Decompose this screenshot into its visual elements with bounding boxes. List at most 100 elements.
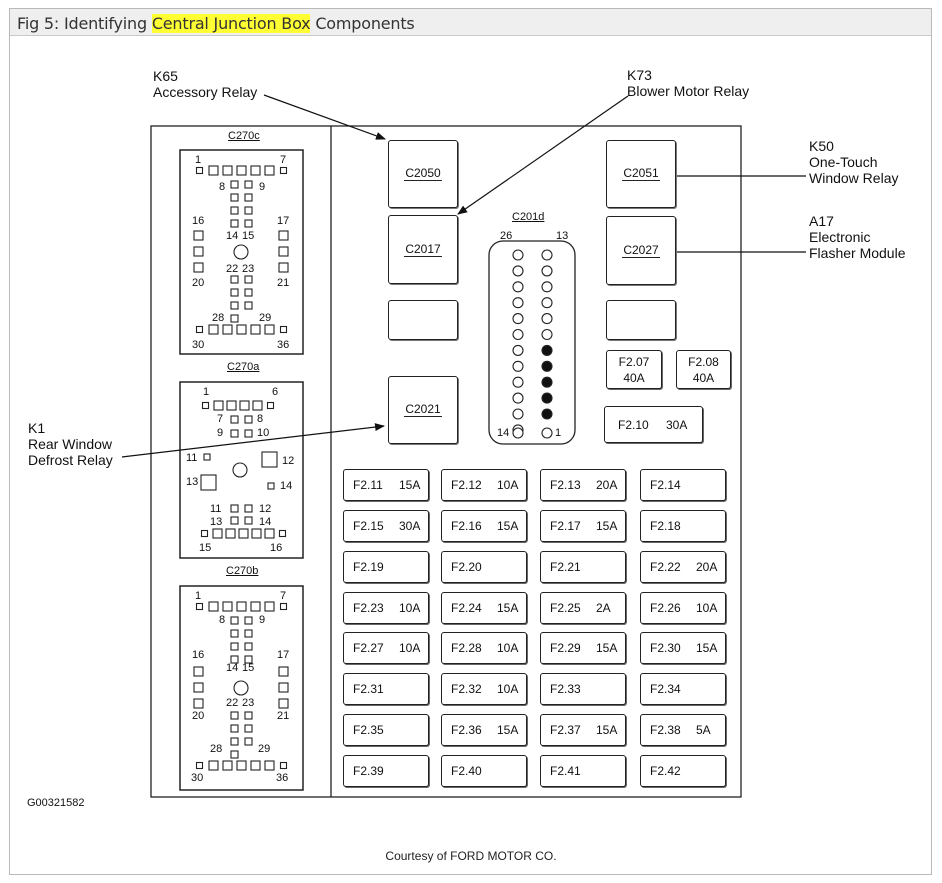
pin-square bbox=[193, 698, 204, 709]
relay-c2050[interactable]: C2050 bbox=[388, 140, 458, 208]
pin-circle bbox=[512, 344, 524, 356]
fuse-f2-13[interactable]: F2.13 20A bbox=[540, 469, 626, 501]
k50-callout: K50 One-Touch Window Relay bbox=[809, 138, 898, 186]
fuse-f2-40[interactable]: F2.40 bbox=[441, 755, 527, 787]
fuse-name: F2.13 bbox=[550, 478, 581, 492]
pin-square bbox=[244, 655, 253, 664]
fuse-f2-14[interactable]: F2.14 bbox=[640, 469, 726, 501]
pin-square bbox=[250, 165, 261, 176]
figure-code: G00321582 bbox=[27, 797, 85, 809]
fuse-f2-39[interactable]: F2.39 bbox=[343, 755, 429, 787]
fuse-rating: 10A bbox=[399, 601, 421, 615]
c270b-pin-29: 29 bbox=[258, 743, 271, 755]
fuse-name: F2.36 bbox=[451, 723, 482, 737]
pin-square bbox=[266, 401, 275, 410]
fuse-f2-21[interactable]: F2.21 bbox=[540, 551, 626, 583]
fuse-f2-07[interactable]: F2.07 40A bbox=[606, 350, 662, 389]
c270a-pin-9: 9 bbox=[217, 427, 224, 439]
fuse-f2-08-name: F2.08 bbox=[688, 355, 719, 369]
relay-c2051[interactable]: C2051 bbox=[606, 140, 676, 208]
fuse-f2-42[interactable]: F2.42 bbox=[640, 755, 726, 787]
relay-c2027[interactable]: C2027 bbox=[606, 216, 676, 285]
pin-square bbox=[222, 165, 233, 176]
pin-square bbox=[251, 528, 262, 539]
fuse-rating: 2A bbox=[596, 601, 611, 615]
pin-square bbox=[208, 165, 219, 176]
relay-blank-right[interactable] bbox=[606, 300, 676, 340]
c270a-pin-8: 8 bbox=[257, 413, 264, 425]
c270c-pin-7: 7 bbox=[280, 154, 287, 166]
fuse-f2-18[interactable]: F2.18 bbox=[640, 510, 726, 542]
pin-square bbox=[208, 324, 219, 335]
c270b-pin-23: 23 bbox=[242, 697, 255, 709]
c270c-pin-29: 29 bbox=[259, 312, 272, 324]
fuse-name: F2.31 bbox=[353, 682, 384, 696]
c270b-pin-36: 36 bbox=[276, 772, 289, 784]
pin-square bbox=[236, 601, 247, 612]
c270a-pin-15: 15 bbox=[199, 542, 212, 554]
relay-c2017[interactable]: C2017 bbox=[388, 215, 458, 284]
fuse-rating: 15A bbox=[596, 723, 618, 737]
fuse-f2-31[interactable]: F2.31 bbox=[343, 673, 429, 705]
pin-square bbox=[193, 682, 204, 693]
fuse-name: F2.35 bbox=[353, 723, 384, 737]
pin-square bbox=[230, 429, 239, 438]
pin-key-circle bbox=[233, 680, 249, 696]
fuse-f2-20[interactable]: F2.20 bbox=[441, 551, 527, 583]
fuse-f2-34[interactable]: F2.34 bbox=[640, 673, 726, 705]
fuse-name: F2.42 bbox=[650, 764, 681, 778]
fuse-f2-10[interactable]: F2.10 30A bbox=[604, 406, 703, 443]
pin-square bbox=[244, 642, 253, 651]
pin-square bbox=[226, 400, 237, 411]
pin-square bbox=[195, 325, 204, 334]
pin-square bbox=[203, 453, 211, 461]
fuse-rating: 10A bbox=[497, 641, 519, 655]
relay-c2051-label: C2051 bbox=[622, 166, 660, 181]
fuse-rating: 20A bbox=[596, 478, 618, 492]
c270c-pin-28: 28 bbox=[212, 312, 225, 324]
c270c-pin-36: 36 bbox=[277, 339, 290, 351]
fuse-f2-41[interactable]: F2.41 bbox=[540, 755, 626, 787]
fuse-f2-35[interactable]: F2.35 bbox=[343, 714, 429, 746]
fuse-f2-08[interactable]: F2.08 40A bbox=[676, 350, 731, 389]
pin-square bbox=[208, 601, 219, 612]
connector-pins bbox=[193, 165, 553, 771]
c270a-pin-10: 10 bbox=[257, 427, 270, 439]
pin-circle bbox=[512, 408, 524, 420]
pin-square bbox=[279, 325, 288, 334]
relay-blank-left[interactable] bbox=[388, 300, 458, 340]
fuse-rating: 30A bbox=[399, 519, 421, 533]
fuse-f2-19[interactable]: F2.19 bbox=[343, 551, 429, 583]
k1-desc2: Defrost Relay bbox=[28, 452, 113, 468]
relay-c2021[interactable]: C2021 bbox=[388, 376, 458, 444]
pin-square bbox=[264, 324, 275, 335]
relay-c2050-label: C2050 bbox=[404, 166, 442, 181]
c270c-pin-16: 16 bbox=[192, 215, 205, 227]
pin-circle bbox=[512, 281, 524, 293]
fuse-name: F2.39 bbox=[353, 764, 384, 778]
fuse-name: F2.14 bbox=[650, 478, 681, 492]
pin-circle bbox=[541, 427, 553, 439]
fuse-f2-33[interactable]: F2.33 bbox=[540, 673, 626, 705]
pin-square bbox=[244, 219, 253, 228]
fuse-name: F2.27 bbox=[353, 641, 384, 655]
